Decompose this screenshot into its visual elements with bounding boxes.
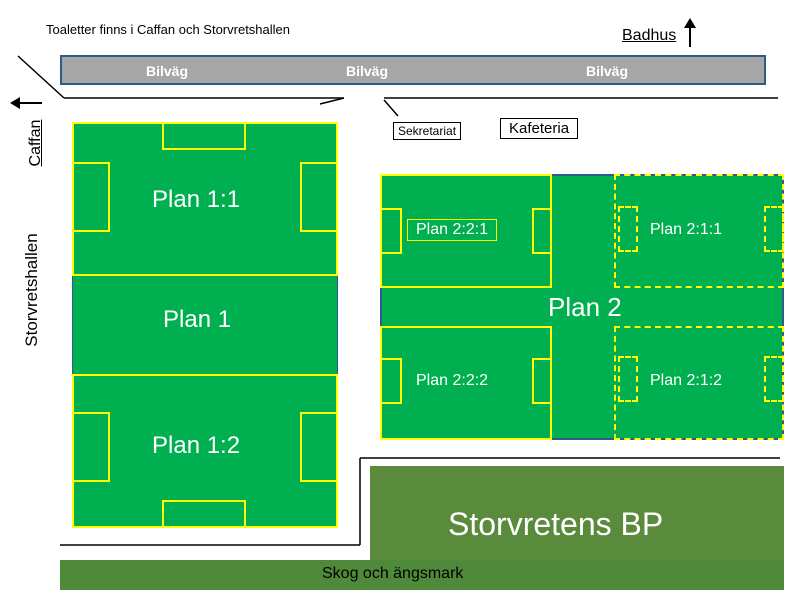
storvretens-bp-label: Storvretens BP [448, 506, 664, 542]
kafeteria-box: Kafeteria [500, 118, 579, 139]
up-arrow-icon [684, 18, 696, 47]
plan2-2-1-label: Plan 2:2:1 [407, 219, 498, 241]
goal-box-top [162, 122, 246, 150]
plan2-1-2-label: Plan 2:1:2 [650, 372, 723, 389]
road-edge-left [17, 55, 65, 99]
goal-box-right [300, 412, 338, 482]
plan2-1-2-pitch [614, 326, 784, 440]
plan1-field [72, 122, 338, 528]
plan2-label: Plan 2 [548, 292, 622, 322]
plan2-field [380, 174, 784, 440]
plan1-2-pitch [72, 374, 338, 528]
plan2-1-1-label: Plan 2:1:1 [650, 221, 723, 238]
plan1-1-label: Plan 1:1 [152, 186, 241, 213]
forest-label: Skog och ängsmark [322, 565, 464, 582]
goal-box-left [72, 412, 110, 482]
road: Bilväg Bilväg Bilväg [60, 55, 766, 85]
goal-box-bottom [162, 500, 246, 528]
goal-box-left [72, 162, 110, 232]
storvretshallen-label: Storvretshallen [22, 233, 41, 347]
goal-box-right [300, 162, 338, 232]
plan2-2-1-pitch [380, 174, 552, 288]
sekretariat-box: Sekretariat [393, 122, 462, 140]
badhus-label: Badhus [622, 27, 677, 44]
road-label-2: Bilväg [346, 63, 389, 79]
toilet-notice: Toaletter finns i Caffan och Storvretsha… [46, 22, 291, 37]
forest-area [60, 560, 784, 590]
plan1-1-pitch [72, 122, 338, 276]
plan2-2-2-label: Plan 2:2:2 [416, 372, 489, 389]
road-label-1: Bilväg [146, 63, 189, 79]
plan2-1-1-pitch [614, 174, 784, 288]
plan1-2-label: Plan 1:2 [152, 432, 241, 459]
road-label-3: Bilväg [586, 63, 629, 79]
left-arrow-icon [10, 97, 42, 109]
plan1-label: Plan 1 [163, 306, 232, 333]
caffan-label: Caffan [27, 119, 44, 167]
plan2-2-2-pitch [380, 326, 552, 440]
